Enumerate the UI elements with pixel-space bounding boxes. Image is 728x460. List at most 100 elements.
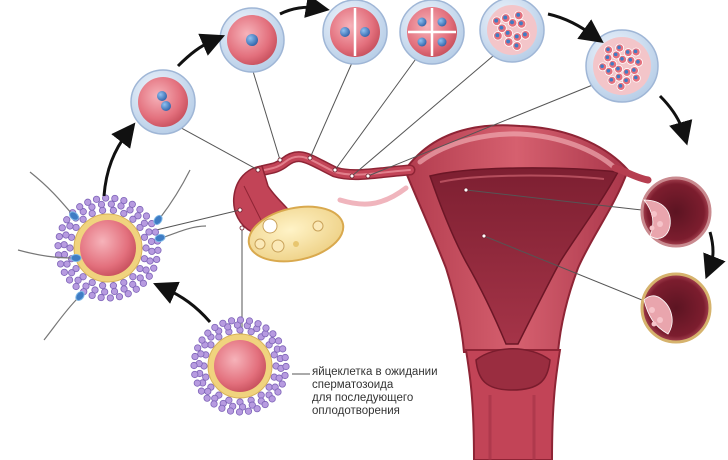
corona-cell [97,293,105,302]
corona-cell [254,320,262,328]
blastocyst-cell-nucleus [624,78,628,83]
blastocyst-cell-nucleus [606,68,611,73]
corona-cell [142,244,150,252]
arrow-zygote-to-two-cell [279,0,330,18]
corona-cell [198,336,206,344]
corona-cell [72,223,80,232]
corona-cell [275,374,283,382]
morula-cell-nucleus [495,33,500,38]
corona-cell [148,247,156,255]
blastocyst-cell-nucleus [613,52,618,57]
corona-cell [60,241,68,249]
corona-cell [279,345,287,353]
corona-cell [60,268,68,276]
sperm-heads [69,211,166,301]
corona-cell [191,352,199,361]
corona-cell [63,260,71,268]
corona-cell [244,407,253,415]
corona-cell [102,194,110,202]
morula-cell-nucleus [522,32,527,37]
uterus [403,124,652,460]
caption-line-1: яйцеклетка в ожидании [312,366,438,378]
corona-cell [268,395,276,403]
blastocyst-cell-nucleus [633,75,638,80]
egg-with-sperm [17,169,207,341]
morula-cell-nucleus [503,15,508,20]
blastocyst-cell-nucleus [610,61,614,66]
corona-cell [281,353,289,362]
corona-cell [68,269,76,277]
corona-cell [110,287,119,296]
corona-cell [215,333,223,341]
morula-cell-nucleus [510,20,514,25]
blastocyst-cell-nucleus [617,45,621,50]
morula-cell-nucleus [499,25,504,30]
corona-cell [265,383,273,391]
corona-cell [88,203,96,211]
corona-cell [150,264,158,272]
arrow-blastocyst-to-implantation [658,94,693,146]
corona-cell [202,373,210,381]
morula-cell-nucleus [516,12,521,17]
blastocyst-cell-nucleus [624,70,629,74]
corona-cell [139,279,147,287]
corona-cell [84,198,92,206]
corona-cell [261,400,269,409]
corona-cell [98,282,107,290]
blastocyst-cell-nucleus [633,49,638,54]
morula-cell-nucleus [505,30,510,35]
corona-cell [140,233,149,241]
stage-four-cell [399,0,465,65]
corona-cell [79,273,87,281]
corona-cell [92,195,101,203]
corona-cell [134,212,142,220]
corona-cell [74,276,82,284]
corona-cell [248,401,256,409]
stage-implantation-1 [640,176,712,248]
blastocyst-cell-nucleus [628,57,633,62]
corona-cell [60,250,69,259]
morula-cell-nucleus [494,18,499,23]
corona-cell [54,251,63,259]
corona-cell [124,290,132,298]
corona-cell [203,394,211,402]
corona-cell [191,370,199,379]
blastocyst-cell-nucleus [636,59,640,64]
corona-cell [129,273,137,281]
morula-cell-nucleus [514,43,519,48]
ovary [247,185,409,263]
corona-cell [109,282,118,290]
corona-cell [136,274,144,282]
corona-cell [207,341,215,349]
corona-cell [253,405,261,413]
corona-cell [282,362,290,371]
corona-cell [109,206,118,214]
morula-cell-nucleus [514,34,519,39]
corona-cell [245,317,254,325]
blastocyst-cell-nucleus [600,64,604,68]
caption-line-3: для последующего [312,392,414,404]
sperm-cells [17,169,207,341]
corona-cell [140,219,148,227]
corona-cell [197,387,206,395]
corona-cell [270,351,278,359]
corona-cell [146,257,154,265]
corona-cell [278,380,286,388]
corona-cell [281,371,289,380]
corona-cell [136,223,144,232]
corona-cell [153,255,161,264]
corona-cell [147,237,156,246]
egg-caption: яйцеклетка в ожидании сперматозоида для … [312,366,482,418]
corona-cell [120,285,128,293]
stage-zygote [219,7,285,73]
corona-cell [111,194,119,203]
corona-cell [142,212,151,220]
corona-cell [204,329,212,337]
corona-cell [268,337,276,345]
stage-two-cell [322,0,388,65]
corona-cell [151,228,159,236]
corona-cell [66,244,74,252]
corona-cell [79,215,87,223]
